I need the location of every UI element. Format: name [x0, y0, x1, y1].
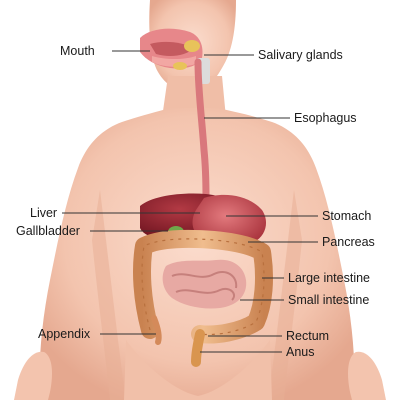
label-salivary-glands: Salivary glands: [258, 48, 343, 62]
rectum-shape: [191, 329, 205, 367]
label-appendix: Appendix: [38, 327, 91, 341]
leader-lines: [62, 50, 318, 353]
label-small-intestine: Small intestine: [288, 293, 370, 307]
large-intestine-shape: [133, 229, 273, 344]
label-esophagus: Esophagus: [294, 111, 357, 125]
appendix-shape: [151, 315, 162, 345]
label-anus: Anus: [286, 345, 315, 359]
salivary-gland-icon: [184, 40, 200, 52]
label-mouth: Mouth: [60, 44, 95, 58]
label-gallbladder: Gallbladder: [16, 224, 80, 238]
label-liver: Liver: [30, 206, 58, 220]
label-pancreas: Pancreas: [322, 235, 375, 249]
torso: [14, 0, 386, 400]
small-intestine-shape: [162, 259, 247, 309]
esophagus-shape: [194, 58, 210, 202]
label-large-intestine: Large intestine: [288, 271, 371, 285]
label-stomach: Stomach: [322, 209, 372, 223]
label-rectum: Rectum: [286, 329, 330, 343]
oral-cavity: [140, 28, 210, 84]
